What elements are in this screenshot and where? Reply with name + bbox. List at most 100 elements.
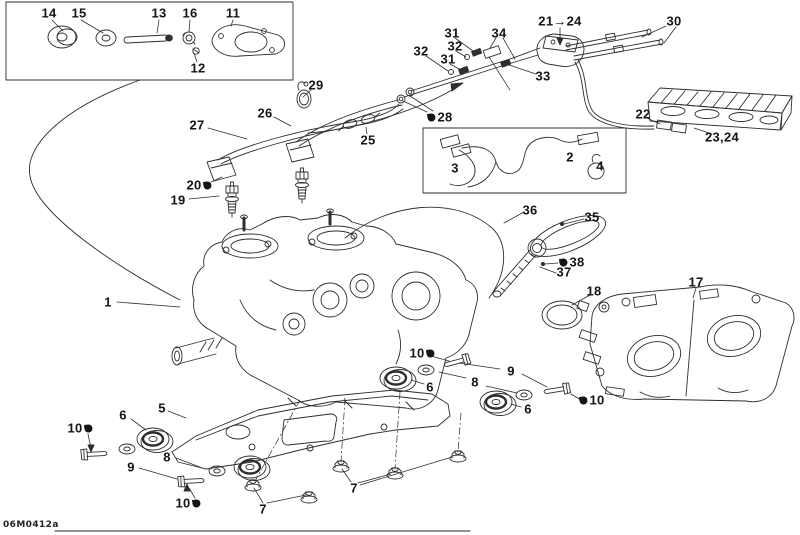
callout-26-15: 26 xyxy=(257,106,272,121)
drawing-code: 06M0412a xyxy=(3,520,59,530)
callout-22-19: 22 xyxy=(635,107,650,122)
inset-box-fuel-pump xyxy=(5,1,294,81)
carburetor-drawing xyxy=(578,284,795,403)
callout-7-39: 7 xyxy=(259,502,267,517)
droplet-icon xyxy=(84,423,94,433)
callout-number: 32 xyxy=(413,43,429,59)
callout-7-40: 7 xyxy=(350,481,358,496)
callout-8-36: 8 xyxy=(163,450,171,465)
callout-30-7: 30 xyxy=(666,14,681,29)
callout-6-42: 6 xyxy=(426,380,434,395)
callout-number: 32 xyxy=(447,38,463,54)
callout-15-1: 15 xyxy=(71,6,86,21)
callout-9-44: 9 xyxy=(507,364,515,379)
callout-number: 21→24 xyxy=(538,13,582,29)
droplet-icon xyxy=(203,180,213,190)
callout-10-41: 10 xyxy=(409,345,436,361)
callout-number: 13 xyxy=(151,5,167,21)
callout-1-32: 1 xyxy=(104,295,112,310)
callout-12-5: 12 xyxy=(190,61,205,76)
inset-sweep-leader xyxy=(28,79,181,301)
callout-number: 3 xyxy=(451,160,459,176)
droplet-icon xyxy=(426,112,436,122)
callout-23-24-20: 23,24 xyxy=(705,130,739,145)
electrical-module-drawing xyxy=(647,87,793,134)
callout-21-24-6: 21→24 xyxy=(538,14,581,29)
callout-31-8: 31 xyxy=(444,26,459,41)
inset-box-harness xyxy=(422,127,627,194)
callout-number: 6 xyxy=(119,407,127,423)
callout-number: 10 xyxy=(175,495,191,511)
callout-2-24: 2 xyxy=(566,150,574,165)
callout-number: 28 xyxy=(437,109,453,125)
callout-number: 22 xyxy=(635,106,651,122)
droplet-icon xyxy=(192,498,202,508)
callout-36-26: 36 xyxy=(522,203,537,218)
callout-number: 7 xyxy=(259,501,267,517)
callout-number: 2 xyxy=(566,149,574,165)
callout-16-3: 16 xyxy=(182,6,197,21)
callout-number: 5 xyxy=(158,400,166,416)
callout-31-12: 31 xyxy=(440,52,455,67)
callout-number: 10 xyxy=(589,392,605,408)
ignition-wires-drawing xyxy=(206,81,415,218)
callout-number: 18 xyxy=(586,283,602,299)
callout-number: 11 xyxy=(225,5,241,21)
oil-pump-drawing xyxy=(403,28,664,130)
callout-number: 34 xyxy=(491,25,507,41)
callout-10-33: 10 xyxy=(67,420,94,436)
callout-37-29: 37 xyxy=(556,265,571,280)
callout-8-43: 8 xyxy=(471,375,479,390)
callout-number: 9 xyxy=(127,459,135,475)
callout-number: 35 xyxy=(584,209,600,225)
callout-number: 8 xyxy=(471,374,479,390)
callout-13-2: 13 xyxy=(151,6,166,21)
callout-17-31: 17 xyxy=(688,275,703,290)
callout-6-45: 6 xyxy=(524,402,532,417)
droplet-icon xyxy=(426,348,436,358)
callout-32-10: 32 xyxy=(447,39,462,54)
callout-number: 25 xyxy=(360,132,376,148)
callout-number: 4 xyxy=(596,158,604,174)
callout-38-28: 38 xyxy=(558,255,584,270)
callout-number: 15 xyxy=(71,5,87,21)
callout-5-35: 5 xyxy=(158,401,166,416)
callout-number: 10 xyxy=(67,420,83,436)
callout-20-21: 20 xyxy=(186,177,213,193)
callout-number: 23,24 xyxy=(704,129,740,145)
callout-number: 31 xyxy=(440,51,456,67)
callout-3-23: 3 xyxy=(451,161,459,176)
callout-25-18: 25 xyxy=(360,133,375,148)
callout-number: 30 xyxy=(666,13,682,29)
callout-number: 12 xyxy=(190,60,206,76)
callout-number: 1 xyxy=(104,294,112,310)
callout-number: 10 xyxy=(409,345,425,361)
callout-number: 8 xyxy=(163,449,171,465)
callout-number: 20 xyxy=(186,177,202,193)
callout-number: 36 xyxy=(522,202,538,218)
droplet-icon xyxy=(578,395,588,405)
callout-number: 6 xyxy=(426,379,434,395)
callout-29-14: 29 xyxy=(308,78,323,93)
callout-number: 29 xyxy=(308,77,324,93)
callout-27-16: 27 xyxy=(189,118,204,133)
callout-11-4: 11 xyxy=(226,6,240,21)
callout-number: 9 xyxy=(507,363,515,379)
callout-18-30: 18 xyxy=(586,284,601,299)
callout-number: 17 xyxy=(688,274,704,290)
engine-drawing xyxy=(171,208,478,411)
callout-number: 19 xyxy=(170,192,186,208)
callout-28-17: 28 xyxy=(426,109,453,125)
callout-14-0: 14 xyxy=(41,6,56,21)
callout-number: 26 xyxy=(257,105,273,121)
callout-number: 7 xyxy=(350,480,358,496)
callout-33-13: 33 xyxy=(535,69,550,84)
callout-number: 14 xyxy=(41,5,57,21)
callout-35-27: 35 xyxy=(584,210,599,225)
callout-34-9: 34 xyxy=(491,26,506,41)
callout-10-46: 10 xyxy=(578,392,605,408)
callout-number: 6 xyxy=(524,401,532,417)
callout-number: 31 xyxy=(444,25,460,41)
